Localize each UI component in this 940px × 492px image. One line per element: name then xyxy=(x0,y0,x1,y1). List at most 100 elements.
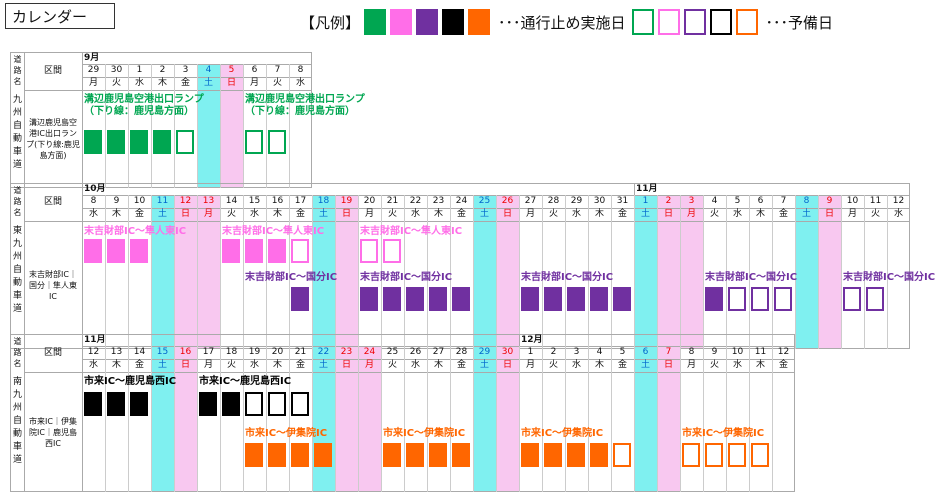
legend-reserve-swatch xyxy=(735,9,758,35)
weekday: 土 xyxy=(157,360,167,370)
day-number: 23 xyxy=(432,196,445,206)
weekday: 日 xyxy=(180,360,190,370)
weekday: 水 xyxy=(88,209,98,219)
closure-day-marker xyxy=(383,287,401,311)
day-number: 3 xyxy=(688,196,695,206)
weekday: 月 xyxy=(88,78,98,88)
closure-day-marker xyxy=(107,239,125,263)
grid-line xyxy=(24,372,795,373)
closure-day-marker xyxy=(314,443,332,467)
weekday: 土 xyxy=(640,360,650,370)
grid-line xyxy=(24,183,25,349)
day-number: 28 xyxy=(547,196,560,206)
weekday: 火 xyxy=(870,209,880,219)
grid-line xyxy=(197,346,198,492)
grid-line xyxy=(220,346,221,492)
weekday: 日 xyxy=(341,360,351,370)
grid-line xyxy=(10,52,312,53)
legend-closure-swatch xyxy=(416,9,439,35)
day-number: 27 xyxy=(432,347,445,357)
grid-line xyxy=(174,64,175,188)
reserve-day-marker xyxy=(268,130,286,154)
section-header: 区間 xyxy=(43,66,62,76)
day-number: 30 xyxy=(593,196,606,206)
weekend-column xyxy=(818,195,841,349)
grid-line xyxy=(611,346,612,492)
weekday: 金 xyxy=(295,360,305,370)
grid-line xyxy=(10,183,11,349)
event-label: 末吉財部IC～国分IC xyxy=(705,272,798,283)
grid-line xyxy=(358,195,359,349)
grid-line xyxy=(381,195,382,349)
weekday: 金 xyxy=(134,209,144,219)
weekday: 火 xyxy=(111,78,121,88)
legend-label: 【凡例】 xyxy=(300,13,361,32)
day-number: 11 xyxy=(754,347,767,357)
road-header: 道路名 xyxy=(13,186,22,217)
day-number: 9 xyxy=(711,347,718,357)
weekday: 水 xyxy=(410,360,420,370)
day-number: 10 xyxy=(846,196,859,206)
weekend-column xyxy=(174,195,197,349)
day-number: 21 xyxy=(386,196,399,206)
closure-day-marker xyxy=(130,392,148,416)
reserve-day-marker xyxy=(613,443,631,467)
day-number: 5 xyxy=(228,65,235,75)
grid-line xyxy=(703,346,704,492)
reserve-day-marker xyxy=(751,287,769,311)
reserve-day-marker xyxy=(751,443,769,467)
event-label: 溝辺鹿児島空港出口ランプ （下り線：鹿児島方面） xyxy=(245,94,365,117)
event-label: 溝辺鹿児島空港出口ランプ （下り線：鹿児島方面） xyxy=(84,94,204,117)
weekday: 日 xyxy=(663,360,673,370)
grid-line xyxy=(289,346,290,492)
road-name: 南九州自動車道 xyxy=(12,377,22,465)
month-label: 11月 xyxy=(84,335,106,345)
grid-line xyxy=(82,359,795,360)
day-number: 18 xyxy=(225,347,238,357)
grid-line xyxy=(818,195,819,349)
closure-day-marker xyxy=(222,392,240,416)
weekday: 木 xyxy=(111,360,121,370)
closure-day-marker xyxy=(521,287,539,311)
weekend-column xyxy=(151,346,174,492)
grid-line xyxy=(10,334,11,492)
grid-line xyxy=(82,346,795,347)
grid-line xyxy=(266,64,267,188)
legend-reserve-label: ･･･予備日 xyxy=(765,13,834,32)
day-number: 6 xyxy=(757,196,764,206)
weekday: 金 xyxy=(778,209,788,219)
weekday: 木 xyxy=(433,209,443,219)
day-number: 3 xyxy=(573,347,580,357)
closure-day-marker xyxy=(84,130,102,154)
grid-line xyxy=(82,52,83,188)
grid-line xyxy=(450,195,451,349)
day-number: 20 xyxy=(271,347,284,357)
weekend-column xyxy=(473,195,496,349)
grid-line xyxy=(220,195,221,349)
day-number: 12 xyxy=(179,196,192,206)
legend-closure-swatch xyxy=(442,9,465,35)
weekend-column xyxy=(496,195,519,349)
closure-day-marker xyxy=(360,287,378,311)
legend-closure-swatch xyxy=(364,9,387,35)
reserve-day-marker xyxy=(705,443,723,467)
day-number: 1 xyxy=(527,347,534,357)
legend-reserve-swatch xyxy=(683,9,706,35)
grid-line xyxy=(82,334,83,492)
day-number: 28 xyxy=(455,347,468,357)
weekend-column xyxy=(473,346,496,492)
day-number: 15 xyxy=(156,347,169,357)
weekday: 日 xyxy=(226,78,236,88)
weekend-column xyxy=(335,346,358,492)
weekday: 水 xyxy=(571,209,581,219)
weekday: 火 xyxy=(387,360,397,370)
grid-line xyxy=(24,334,25,492)
reserve-day-marker xyxy=(360,239,378,263)
grid-line xyxy=(634,195,635,349)
legend-empty-swatches xyxy=(631,9,762,35)
weekday: 土 xyxy=(479,360,489,370)
weekday: 水 xyxy=(295,78,305,88)
weekday: 金 xyxy=(456,209,466,219)
weekend-column xyxy=(335,195,358,349)
